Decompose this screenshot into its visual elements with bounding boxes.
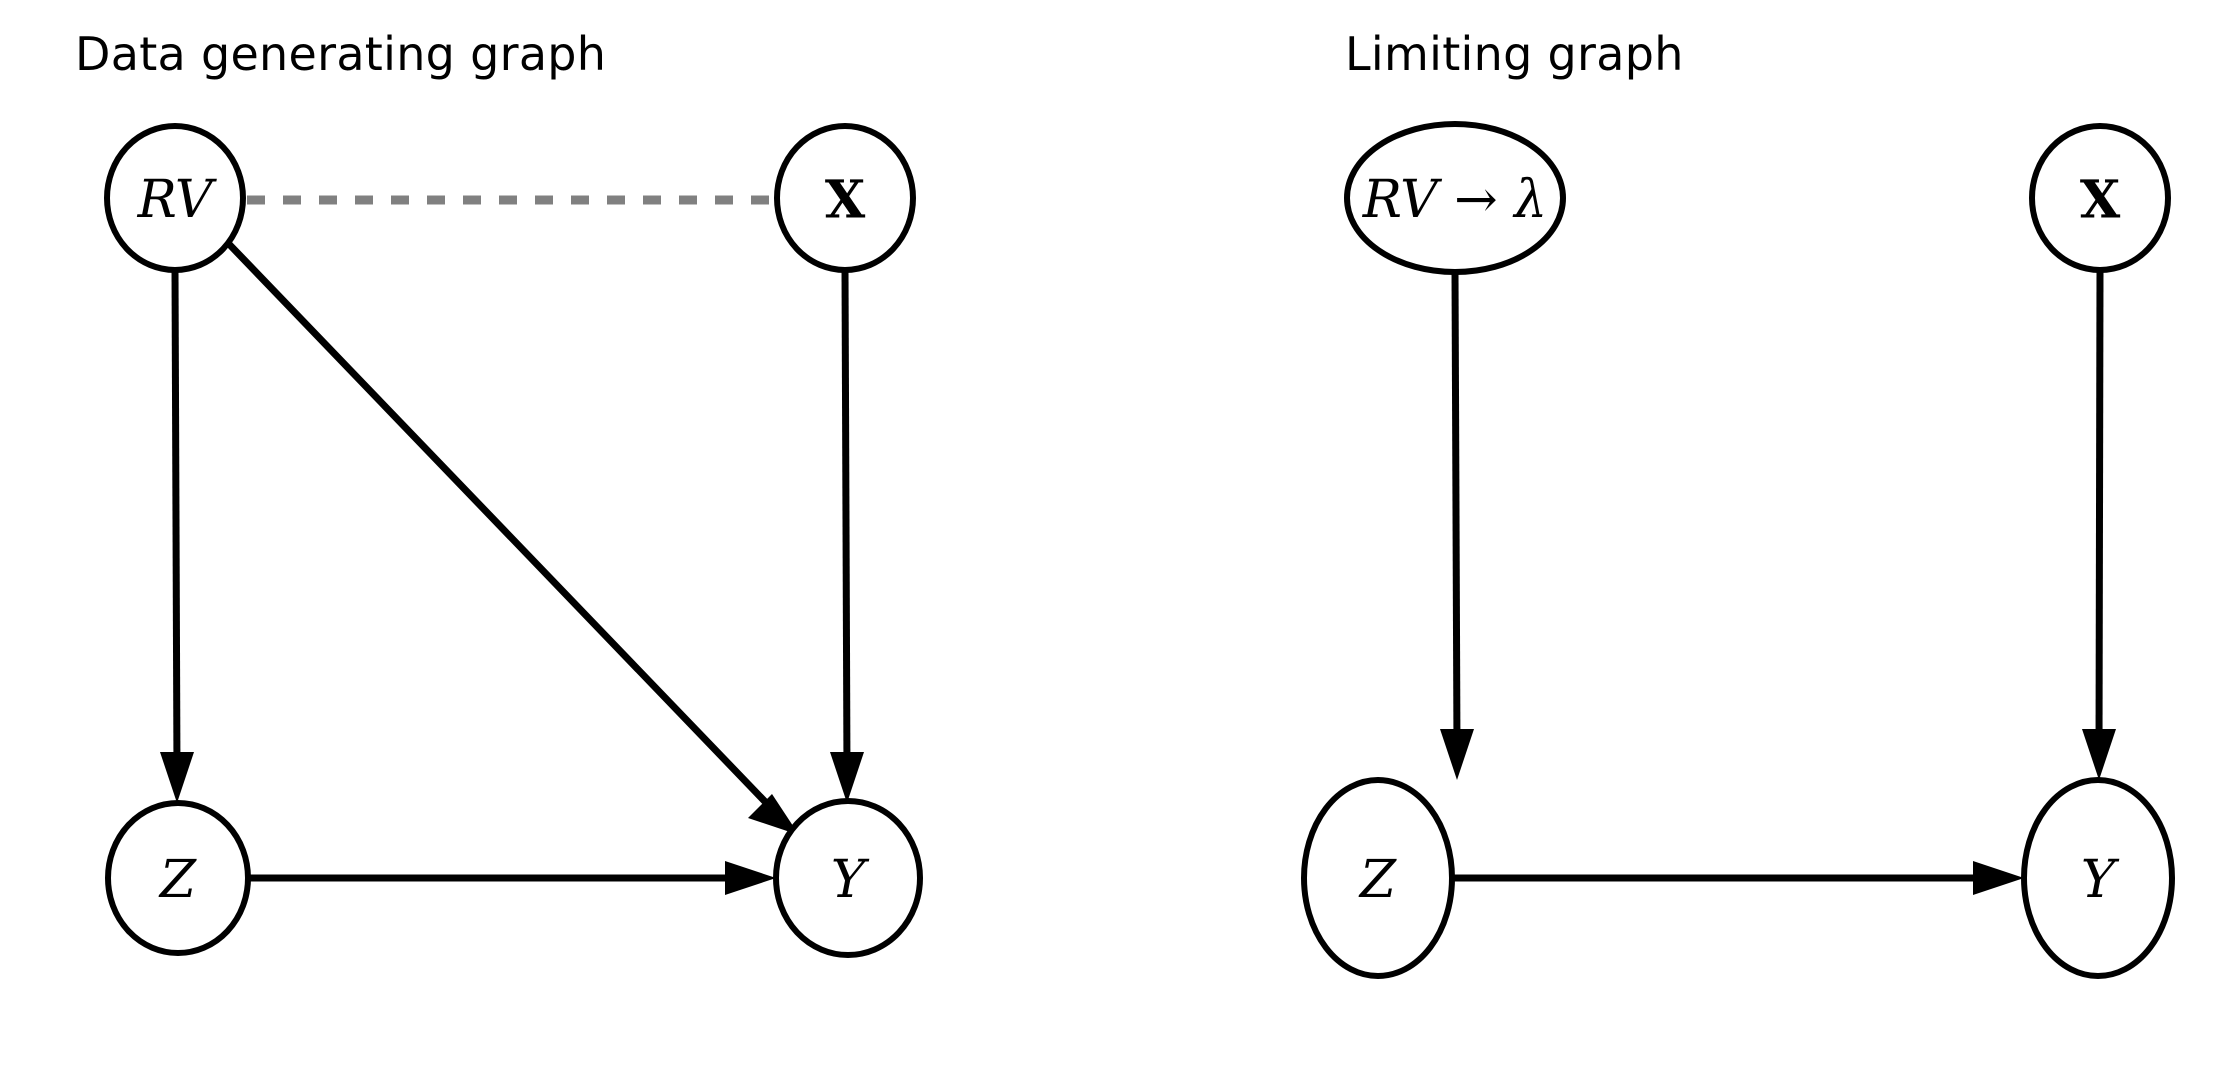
node-z-limit-label: Z (1358, 850, 1397, 910)
edge-z-y-arrowhead (725, 861, 776, 895)
edge-rv-z-arrowhead (160, 752, 194, 803)
node-y[interactable]: Y (773, 798, 923, 958)
node-rv-limit-label: RV → λ (1362, 170, 1547, 230)
node-rv-limit[interactable]: RV → λ (1344, 121, 1566, 275)
node-x-shape[interactable] (774, 123, 916, 273)
node-x[interactable]: X (774, 123, 916, 273)
node-rv[interactable]: RV (104, 123, 246, 273)
edge-rvlim-z-line (1451, 271, 1461, 753)
edge-x-y-arrowhead (830, 752, 864, 803)
node-z-limit-shape[interactable] (1301, 777, 1455, 979)
node-y-limit[interactable]: Y (2021, 777, 2175, 979)
edge-rvlim-z-arrowhead (1440, 729, 1474, 780)
node-y-limit-label: Y (2081, 850, 2120, 910)
edge-rv-y-line (225, 240, 778, 815)
node-x-label: X (825, 170, 866, 231)
panel-title-data-generating-graph: Data generating graph (75, 27, 606, 81)
node-x-limit-shape[interactable] (2029, 123, 2171, 273)
edge-x-y-arrowhead-limiting (2082, 729, 2116, 780)
edge-x-y-line-limiting (2095, 269, 2104, 753)
panel-limiting-graph: Limiting graph RV → λ X Z (1301, 27, 2175, 979)
node-y-label: Y (831, 850, 870, 910)
node-z-shape[interactable] (105, 800, 251, 956)
edge-rv-y-arrowhead (748, 794, 799, 835)
node-z[interactable]: Z (105, 800, 251, 956)
node-rv-limit-shape[interactable] (1344, 121, 1566, 275)
node-x-limit[interactable]: X (2029, 123, 2171, 273)
node-rv-shape[interactable] (104, 123, 246, 273)
edge-z-y-arrowhead-limiting (1973, 861, 2024, 895)
node-y-shape[interactable] (773, 798, 923, 958)
edge-x-y-line (841, 269, 851, 776)
node-z-label: Z (158, 850, 197, 910)
node-y-limit-shape[interactable] (2021, 777, 2175, 979)
panel-data-generating-graph: Data generating graph RV X (75, 27, 923, 958)
edge-rv-z-line (171, 269, 181, 776)
panel-title-limiting-graph: Limiting graph (1345, 27, 1684, 81)
node-rv-label: RV (137, 170, 217, 230)
node-z-limit[interactable]: Z (1301, 777, 1455, 979)
node-x-limit-label: X (2080, 170, 2121, 231)
